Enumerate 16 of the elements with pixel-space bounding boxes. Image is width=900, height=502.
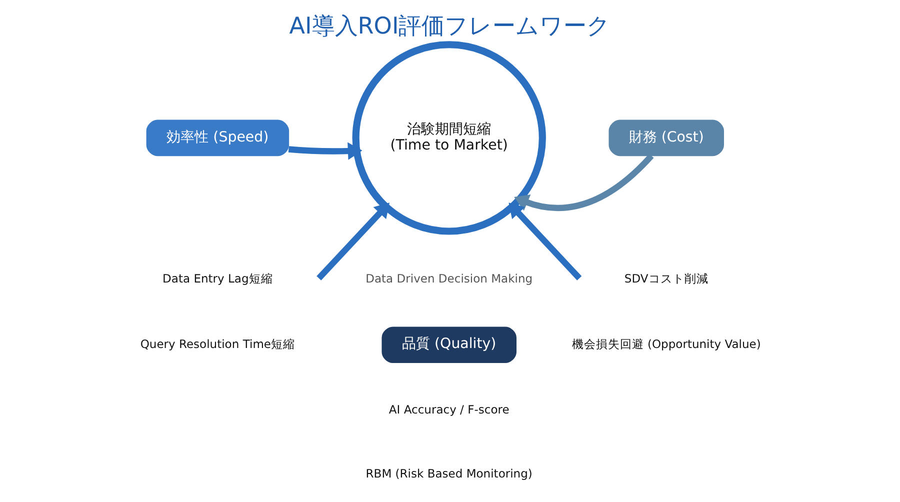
arrow (288, 142, 362, 160)
node-circle: 治験期間短縮 (Time to Market) (352, 41, 546, 235)
label: Data Entry Lag短縮 (162, 271, 273, 286)
node-box: 効率性 (Speed) (146, 120, 290, 156)
arrow (514, 154, 654, 212)
arrow (508, 194, 582, 280)
label: SDVコスト削減 (624, 271, 708, 286)
label: Data Driven Decision Making (366, 271, 533, 286)
label: RBM (Risk Based Monitoring) (366, 466, 532, 480)
label: 機会損失回避 (Opportunity Value) (572, 336, 761, 351)
label: Query Resolution Time短縮 (140, 336, 296, 351)
label: AI Accuracy / F-score (388, 402, 510, 417)
arrow (316, 202, 390, 280)
node-box: 財務 (Cost) (608, 120, 724, 156)
diagram-title: AI導入ROI評価フレームワーク (289, 14, 611, 40)
node-box: 品質 (Quality) (382, 326, 516, 364)
